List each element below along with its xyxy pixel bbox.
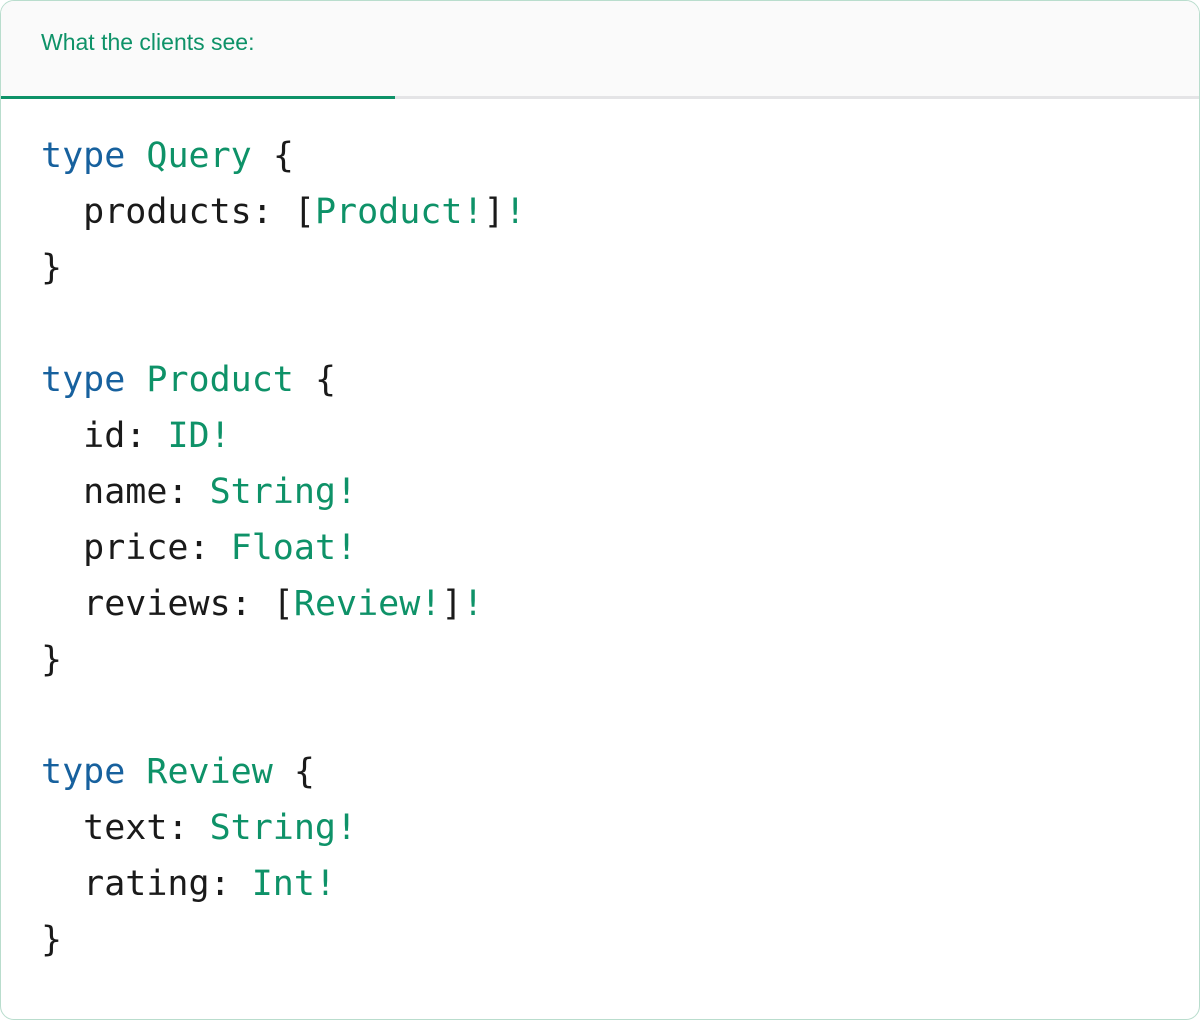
code-token-field: price:: [41, 528, 231, 568]
code-token-punct: [294, 360, 315, 400]
code-token-typename: Product: [146, 360, 294, 400]
code-token-scalar: String!: [209, 472, 358, 512]
code-line: [41, 688, 1199, 744]
code-token-brace: }: [41, 248, 63, 288]
code-line: type Query {: [41, 128, 1199, 184]
code-token-punct: [125, 136, 146, 176]
code-line: }: [41, 240, 1199, 296]
code-token-scalar: Review!: [293, 584, 442, 624]
code-token-punct: [: [293, 192, 315, 232]
code-token-field: rating:: [41, 864, 252, 904]
code-token-field: products:: [41, 192, 294, 232]
code-line: rating: Int!: [41, 856, 1199, 912]
code-line: id: ID!: [41, 408, 1199, 464]
code-line: price: Float!: [41, 520, 1199, 576]
code-token-scalar: Float!: [230, 528, 358, 568]
code-token-keyword: type: [41, 136, 126, 176]
code-line: type Product {: [41, 352, 1199, 408]
code-body: type Query { products: [Product!]!} type…: [1, 99, 1199, 968]
code-line: text: String!: [41, 800, 1199, 856]
code-root: type Query { products: [Product!]!} type…: [41, 128, 1199, 968]
code-line: name: String!: [41, 464, 1199, 520]
code-token-keyword: type: [41, 752, 126, 792]
code-line: type Review {: [41, 744, 1199, 800]
code-token-brace: {: [314, 360, 337, 400]
code-line: }: [41, 912, 1199, 968]
code-token-keyword: type: [41, 360, 126, 400]
code-token-punct: ]: [441, 584, 463, 624]
tab-what-the-clients-see[interactable]: What the clients see:: [1, 1, 395, 99]
code-token-field: id:: [41, 416, 168, 456]
tab-label: What the clients see:: [41, 29, 255, 55]
code-token-brace: }: [41, 920, 63, 960]
code-token-punct: [273, 752, 294, 792]
code-token-brace: }: [41, 640, 63, 680]
code-token-scalar: Int!: [251, 864, 337, 904]
code-token-punct: [125, 752, 146, 792]
code-token-field: text:: [41, 808, 210, 848]
code-token-scalar: ID!: [167, 416, 231, 456]
code-token-typename: Query: [146, 136, 252, 176]
code-token-scalar: !: [462, 584, 484, 624]
code-line: reviews: [Review!]!: [41, 576, 1199, 632]
code-token-scalar: String!: [209, 808, 358, 848]
tab-active-underline: [1, 96, 395, 99]
code-token-punct: ]: [483, 192, 505, 232]
graphql-schema-code: type Query { products: [Product!]!} type…: [41, 128, 1199, 968]
code-token-punct: [252, 136, 273, 176]
code-line: [41, 296, 1199, 352]
code-token-brace: {: [293, 752, 315, 792]
tab-bar: What the clients see:: [1, 1, 1199, 99]
code-token-scalar: !: [504, 192, 526, 232]
code-token-field: name:: [41, 472, 210, 512]
code-token-field: reviews:: [41, 584, 273, 624]
code-token-punct: [125, 360, 146, 400]
code-token-scalar: Product!: [314, 192, 484, 232]
code-token-punct: [: [272, 584, 294, 624]
code-line: }: [41, 632, 1199, 688]
code-line: products: [Product!]!: [41, 184, 1199, 240]
code-token-brace: {: [272, 136, 294, 176]
code-token-typename: Review: [146, 752, 273, 792]
